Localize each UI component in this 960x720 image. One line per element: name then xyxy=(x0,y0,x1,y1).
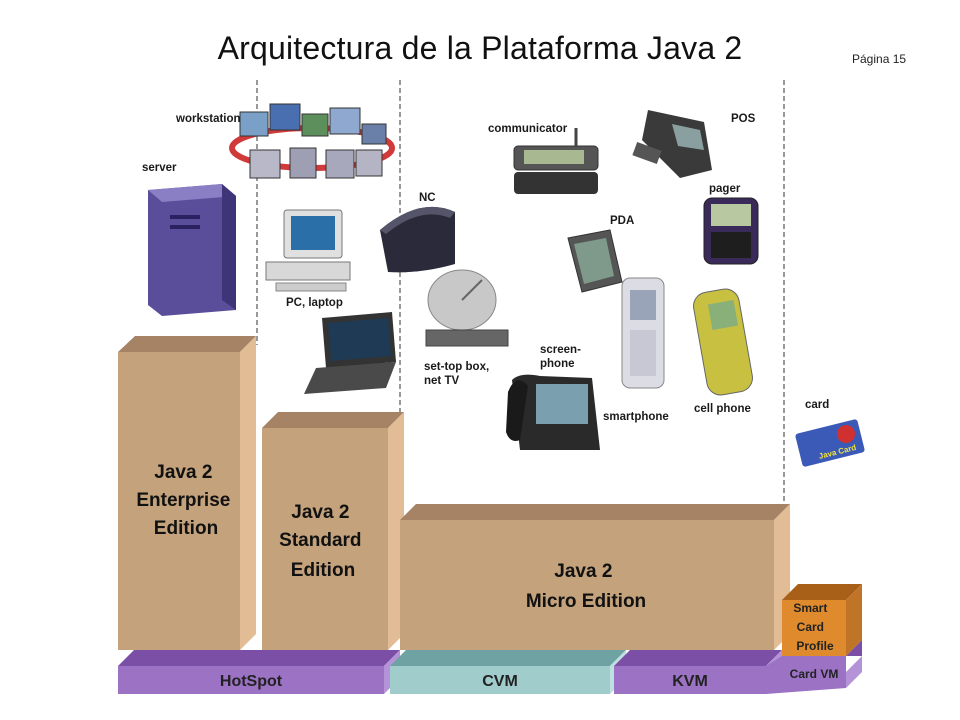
j2se-block-top xyxy=(262,412,404,428)
hotspot-bar: HotSpot xyxy=(118,650,400,694)
smart-card-top xyxy=(782,584,862,600)
workstation-label: workstation xyxy=(175,113,241,125)
j2se-block: Java 2 Standard Edition xyxy=(262,412,404,650)
smart-card-label: Smart Card Profile xyxy=(793,601,834,653)
server-icon xyxy=(148,184,236,316)
pda-label: PDA xyxy=(610,215,634,227)
nc-label: NC xyxy=(419,192,436,204)
cellphone-icon xyxy=(693,288,753,396)
pc-icon xyxy=(265,209,351,292)
kvm-bar-top xyxy=(614,650,782,666)
cellphone-label: cell phone xyxy=(694,403,751,415)
cardvm-bar-top xyxy=(772,640,862,656)
j2me-label: Java 2 Micro Edition xyxy=(526,561,646,612)
hotspot-label: HotSpot xyxy=(220,673,283,690)
settop-label-line2: net TV xyxy=(424,375,459,387)
j2me-block: Java 2 Micro Edition xyxy=(400,504,790,650)
kvm-label: KVM xyxy=(672,673,708,690)
j2me-block-top xyxy=(400,504,790,520)
pos-icon xyxy=(632,110,712,178)
hotspot-bar-top xyxy=(118,650,400,666)
pc-laptop-label: PC, laptop xyxy=(286,297,343,309)
pager-icon xyxy=(703,197,759,265)
cardvm-bar-side xyxy=(846,656,862,688)
cvm-label: CVM xyxy=(482,673,518,690)
smartphone-label: smartphone xyxy=(603,411,669,423)
nc-icon xyxy=(380,206,455,273)
j2ee-label: Java 2 Enterprise Edition xyxy=(136,462,235,539)
screenphone-label-line1: screen- xyxy=(540,344,581,356)
pos-label: POS xyxy=(731,113,756,125)
cvm-bar-top xyxy=(390,650,626,666)
java-card-icon: Java Card xyxy=(795,419,865,467)
j2se-label: Java 2 Standard Edition xyxy=(279,502,367,581)
communicator-label: communicator xyxy=(488,123,568,135)
cardvm-bar: Card VM xyxy=(766,640,862,694)
kvm-bar: KVM xyxy=(614,650,782,694)
slide-title: Arquitectura de la Plataforma Java 2 xyxy=(217,30,743,66)
smart-card-face xyxy=(782,600,846,656)
workstation-icon xyxy=(229,103,395,179)
server-label: server xyxy=(142,162,177,174)
smartphone-icon xyxy=(621,277,665,389)
hotspot-bar-face xyxy=(118,666,384,694)
pager-label: pager xyxy=(709,183,741,195)
communicator-icon xyxy=(513,128,599,194)
j2me-block-face xyxy=(400,520,774,650)
card-label: card xyxy=(805,399,829,411)
j2ee-block-top xyxy=(118,336,256,352)
settop-label-line1: set-top box, xyxy=(424,361,489,373)
j2ee-block-side xyxy=(240,336,256,650)
pda-icon xyxy=(567,229,623,293)
kvm-bar-face xyxy=(614,666,766,694)
j2se-block-face xyxy=(262,428,388,650)
smart-card-side xyxy=(846,584,862,656)
page-number: Página 15 xyxy=(852,52,907,66)
smart-card-profile-block: Smart Card Profile xyxy=(782,584,862,656)
screenphone-icon xyxy=(506,374,600,450)
settop-box-icon xyxy=(425,269,509,347)
j2ee-block-face xyxy=(118,352,240,650)
j2ee-block: Java 2 Enterprise Edition xyxy=(118,336,256,650)
laptop-icon xyxy=(304,312,396,394)
cvm-bar: CVM xyxy=(390,650,626,694)
screenphone-label-line2: phone xyxy=(540,358,575,370)
cvm-bar-face xyxy=(390,666,610,694)
cardvm-bar-face xyxy=(766,656,846,694)
cardvm-label: Card VM xyxy=(790,667,839,681)
